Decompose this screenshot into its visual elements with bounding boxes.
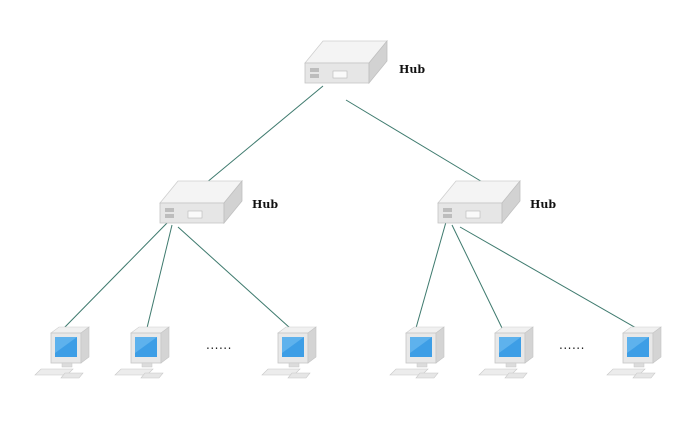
hub-device-icon	[159, 180, 243, 224]
hub-right: Hub	[437, 180, 556, 224]
hub-right-label: Hub	[530, 198, 556, 211]
hub-left-label: Hub	[252, 198, 278, 211]
link-right-pc1	[415, 221, 447, 329]
link-root-left	[205, 85, 324, 184]
ellipsis-left: ......	[206, 338, 232, 352]
computer-right-2	[478, 326, 534, 379]
computer-left-2	[114, 326, 170, 379]
hub-root: Hub	[304, 40, 425, 84]
hub-device-icon	[437, 180, 521, 224]
hub-root-label: Hub	[399, 63, 425, 76]
link-right-pc2	[451, 224, 503, 329]
link-left-pc2	[146, 224, 173, 329]
ellipsis-right: ......	[559, 338, 585, 352]
link-root-right	[345, 99, 485, 184]
computer-right-3	[606, 326, 662, 379]
links	[63, 85, 637, 329]
hub-device-icon	[304, 40, 388, 84]
hub-left: Hub	[159, 180, 278, 224]
computer-right-1	[389, 326, 445, 379]
link-left-pc3	[177, 226, 291, 329]
computer-left-1	[34, 326, 90, 379]
computer-left-3	[261, 326, 317, 379]
link-right-pc3	[459, 226, 637, 329]
link-left-pc1	[63, 221, 169, 329]
